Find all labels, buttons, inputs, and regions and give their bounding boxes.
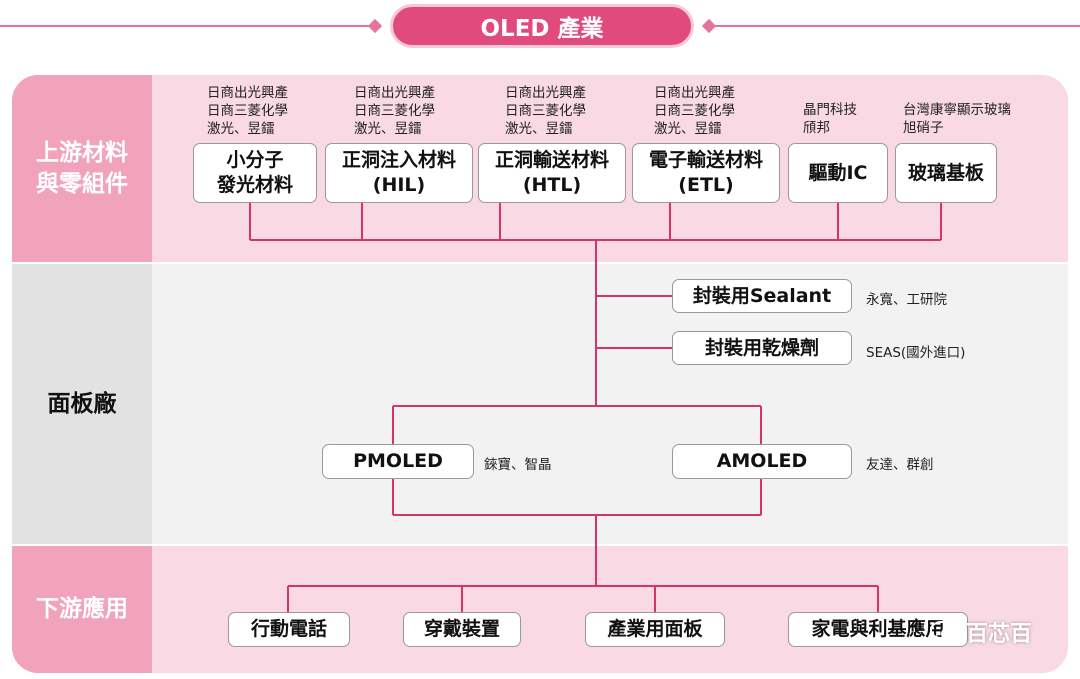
section-label-downstream: 下游應用 [12,545,152,673]
packaging-note-desiccant: SEAS(國外進口) [866,345,966,361]
panel-box-amoled: AMOLED [672,444,852,479]
watermark-text: 百芯百 [966,622,1033,647]
packaging-box-desiccant: 封裝用乾燥劑 [672,331,852,365]
supplier-list: 日商出光興產 日商三菱化學 激光、昱鐳 [654,85,735,137]
material-box-small-molecule: 小分子 發光材料 [193,143,317,203]
supplier-list: 日商出光興產 日商三菱化學 激光、昱鐳 [207,85,288,137]
supplier-list: 台灣康寧顯示玻璃 旭硝子 [903,102,1011,136]
supplier-list: 日商出光興產 日商三菱化學 激光、昱鐳 [354,85,435,137]
component-box-glass-substrate: 玻璃基板 [895,143,997,203]
component-box-driver-ic: 驅動IC [788,143,888,203]
page-title: OLED 產業 [390,4,694,48]
application-box-mobile-phone: 行動電話 [228,612,350,647]
title-line-left [0,25,372,27]
panel-band [12,263,1068,545]
section-label-panel: 面板廠 [12,263,152,545]
material-box-etl: 電子輸送材料 (ETL) [632,143,780,203]
supplier-list: 晶門科技 頎邦 [803,102,857,136]
panel-note-pmoled: 錸寶、智晶 [484,457,552,473]
section-label-upstream: 上游材料 與零組件 [12,75,152,263]
title-line-right [712,25,1080,27]
band-separator [12,544,1068,546]
application-box-wearables: 穿戴裝置 [403,612,521,647]
packaging-box-sealant: 封裝用Sealant [672,279,852,313]
material-box-hil: 正洞注入材料 (HIL) [325,143,473,203]
watermark: 百芯百 [930,616,1032,648]
panel-box-pmoled: PMOLED [322,444,474,479]
downstream-band [12,545,1068,673]
application-box-industrial-panel: 產業用面板 [585,612,725,647]
chat-bubble-icon [930,620,960,644]
packaging-note-sealant: 永寬、工研院 [866,292,947,308]
material-box-htl: 正洞輸送材料 (HTL) [478,143,626,203]
supplier-list: 日商出光興產 日商三菱化學 激光、昱鐳 [505,85,586,137]
application-box-appliances: 家電與利基應用 [788,612,968,647]
panel-note-amoled: 友達、群創 [866,457,934,473]
band-separator [12,262,1068,264]
